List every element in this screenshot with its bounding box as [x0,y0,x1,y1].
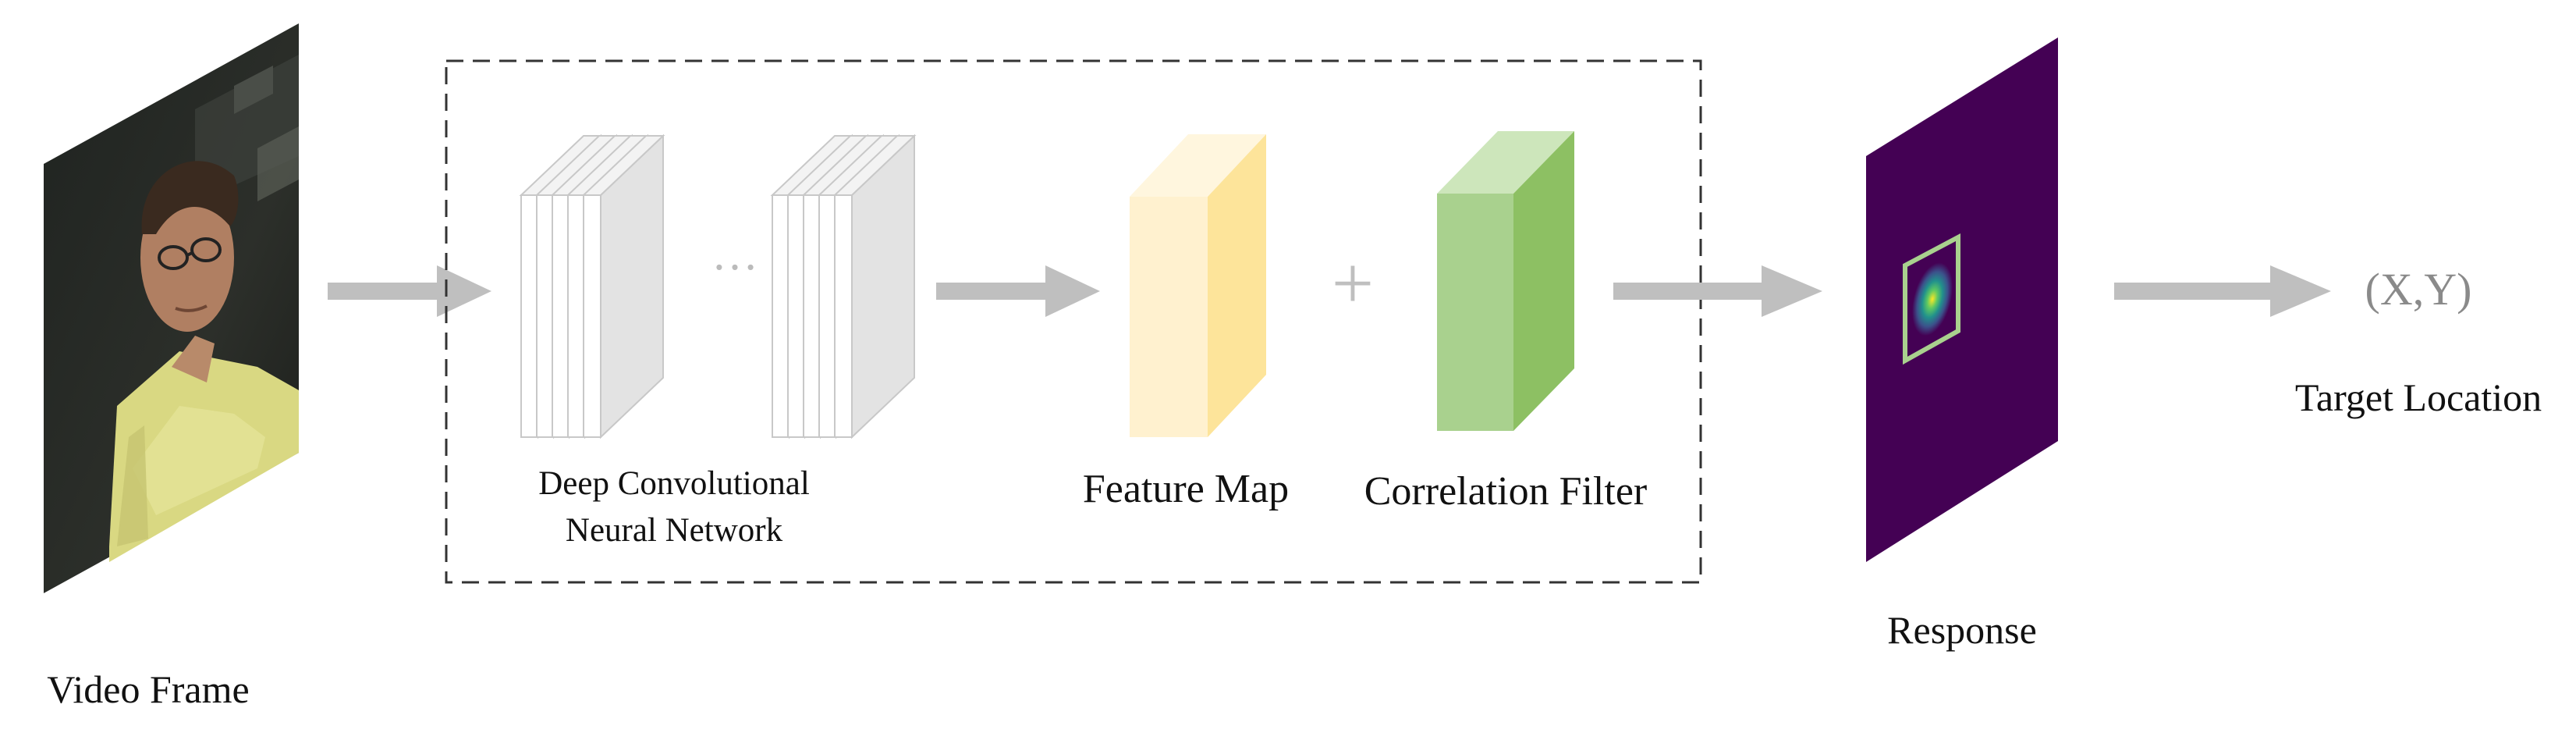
response-label: Response [1887,608,2037,652]
cnn-layer-10 [832,133,917,439]
arrow-filter-to-response [1613,265,1822,317]
output-coordinate: (X,Y) [2365,264,2472,315]
arrow-cnn-to-feature [936,265,1100,317]
correlation-filter-label: Correlation Filter [1364,469,1647,514]
target-location-label: Target Location [2295,375,2542,419]
arrow-response-to-output [2114,265,2331,317]
plus-sign: + [1332,241,1374,325]
cnn-label-line1: Deep Convolutional [538,465,810,502]
video-frame-label: Video Frame [47,667,249,711]
arrow-frame-to-cnn [328,265,491,317]
cnn-layer-stack [519,133,917,439]
processing-dashed-box [445,59,1702,584]
feature-map-block [1130,134,1266,437]
cnn-label-line2: Neural Network [566,512,783,549]
feature-map-label: Feature Map [1083,467,1289,511]
cnn-layer-5 [581,133,665,439]
response-map [1866,37,2058,562]
video-frame-image [44,23,299,593]
correlation-filter-block [1437,131,1574,431]
cnn-ellipsis: … [711,228,758,279]
